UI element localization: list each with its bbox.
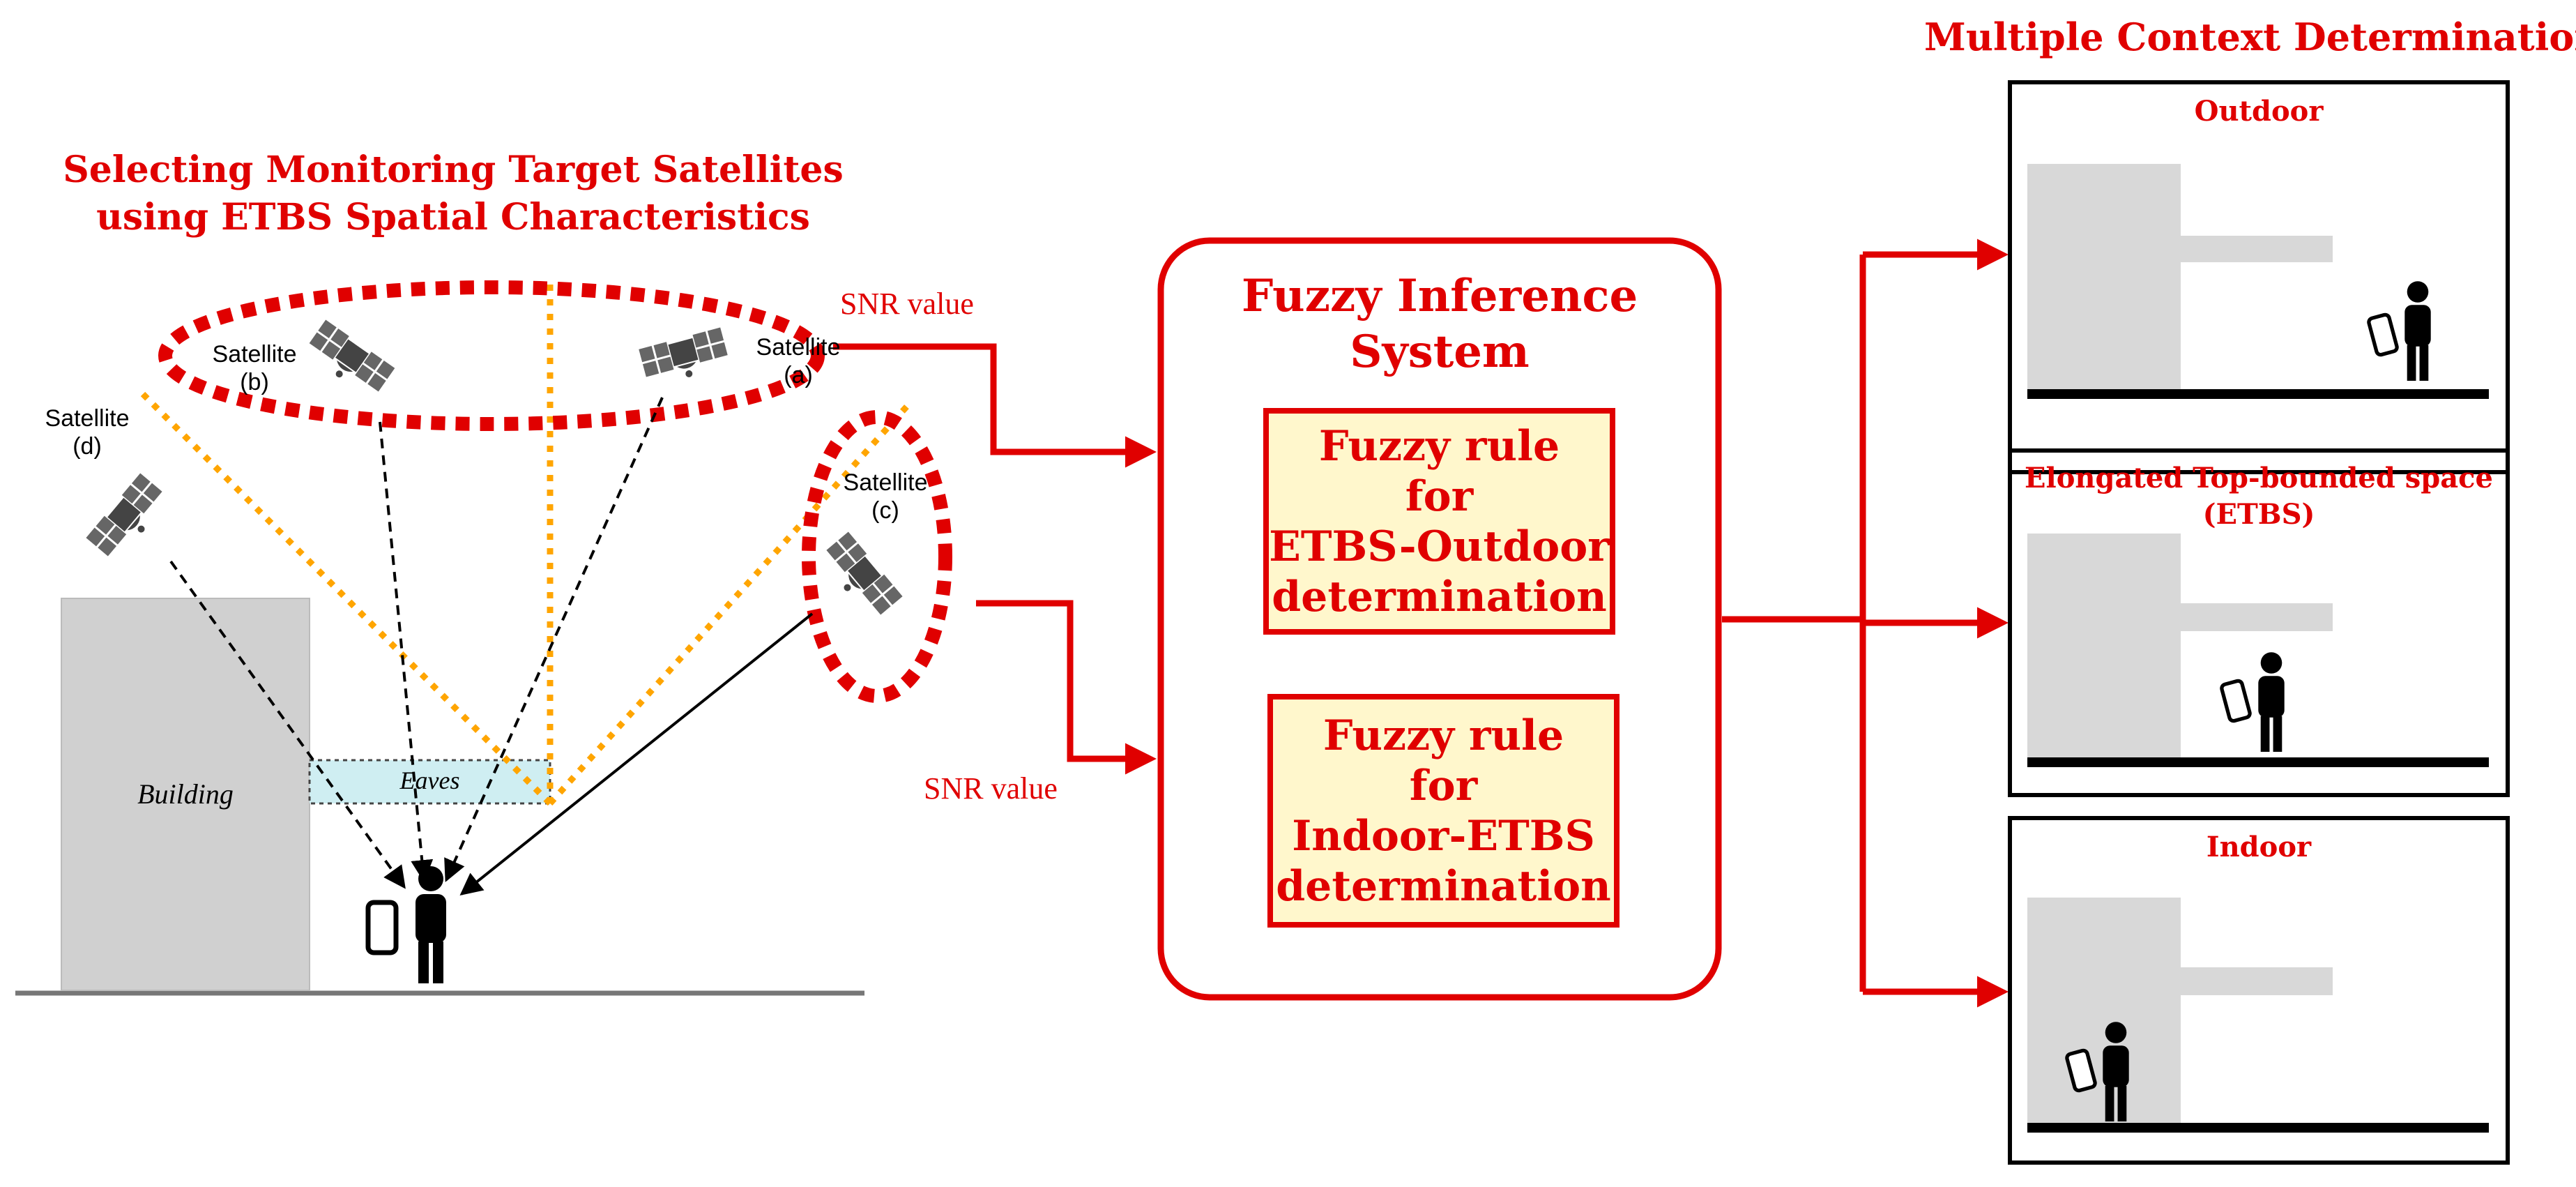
fis-title: Fuzzy Inference System — [1161, 269, 1718, 380]
fuzzy-rule-indoor-etbs: Fuzzy rule for Indoor-ETBS determination — [1267, 694, 1619, 928]
fis-title-line1: Fuzzy Inference — [1241, 270, 1638, 322]
satellite-label-a: Satellite (a) — [756, 334, 841, 388]
context-box-outdoor — [2008, 80, 2510, 474]
left-title-line1: Selecting Monitoring Target Satellites — [63, 149, 844, 191]
snr-label-top: SNR value — [840, 287, 974, 321]
selected-satellites-ellipse-top — [158, 280, 825, 431]
person-icon — [416, 866, 446, 983]
context-title-etbs: Elongated Top-bounded space (ETBS) — [2025, 462, 2493, 531]
context-outdoor-drawing — [2027, 164, 2489, 399]
context-title-indoor: Indoor — [2206, 831, 2312, 863]
smartphone-icon — [368, 902, 396, 953]
selected-satellites-ellipse-c — [802, 410, 952, 703]
eaves — [308, 759, 551, 805]
context-etbs-drawing — [2027, 534, 2489, 767]
eaves-label: Eaves — [399, 766, 460, 794]
satellite-icon — [816, 529, 906, 624]
signal-lines — [169, 397, 814, 895]
snr-label-bottom: SNR value — [924, 771, 1058, 806]
satellite-label-b: Satellite (b) — [212, 341, 297, 395]
satellite-label-d: Satellite (d) — [45, 405, 130, 460]
satellite-icon — [83, 470, 173, 566]
context-indoor-drawing — [2027, 898, 2489, 1133]
satellite-label-c: Satellite (c) — [843, 469, 928, 524]
context-title-outdoor: Outdoor — [2194, 95, 2324, 128]
building — [61, 598, 310, 991]
flow-arrows — [833, 239, 2009, 1008]
left-title: Selecting Monitoring Target Satellites u… — [42, 146, 864, 241]
fuzzy-rule-etbs-outdoor: Fuzzy rule for ETBS-Outdoor determinatio… — [1263, 408, 1615, 635]
satellite-icon — [636, 325, 733, 390]
fis-title-line2: System — [1350, 326, 1530, 378]
etbs-cone-lines — [140, 279, 913, 806]
building-label: Building — [137, 778, 234, 810]
context-box-indoor — [2008, 816, 2510, 1165]
right-title: Multiple Context Determination — [1924, 15, 2576, 59]
context-box-etbs — [2008, 448, 2510, 797]
left-title-line2: using ETBS Spatial Characteristics — [96, 196, 810, 239]
